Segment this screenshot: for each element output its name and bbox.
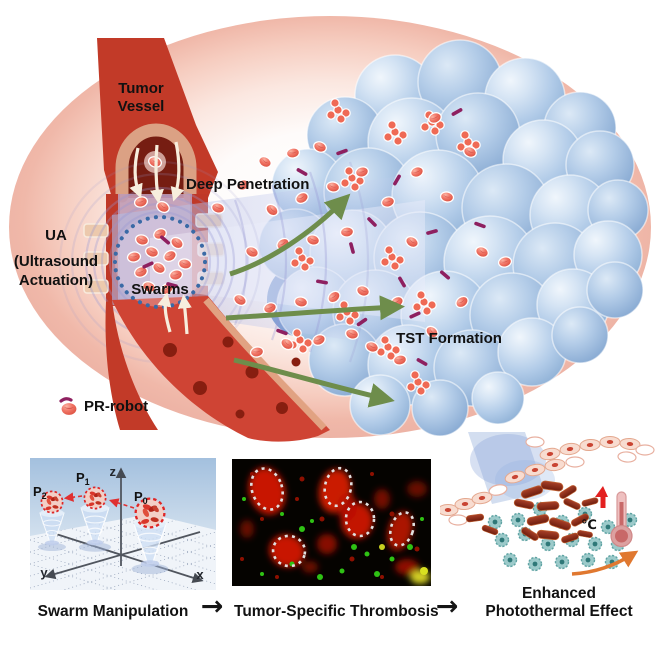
vessel-fenestrations — [163, 336, 301, 419]
flow-arrow-icon-1: → — [200, 591, 224, 622]
pr-robot-legend-label: PR-robot — [84, 397, 149, 415]
coordinate-axes — [44, 467, 204, 583]
tumor-region-dashed-outlines — [250, 466, 416, 568]
thermometer-icon — [610, 491, 633, 548]
x-axis-label: x — [196, 567, 204, 582]
photothermal-effect-panel: ℃ — [440, 432, 655, 590]
deep-penetration-label: Deep Penetration — [186, 176, 310, 193]
temperature-unit-label: ℃ — [581, 518, 597, 533]
heat-arrow-icon — [571, 550, 639, 576]
position-label-p2: P2 — [33, 484, 47, 501]
thrombosis-microscopy-panel — [232, 459, 431, 586]
microrobot-swarm — [113, 215, 207, 309]
pr-robot-icon — [59, 397, 78, 417]
flow-arrow-icon-2: → — [435, 591, 459, 622]
y-axis-label: y — [40, 565, 48, 580]
thrombus-speckle — [240, 472, 420, 579]
position-label-p0: P0 — [134, 489, 148, 506]
fluorescence-green-markers — [242, 497, 428, 580]
swarm-trajectory-arrows — [63, 492, 135, 509]
thrombosis-caption: Tumor-Specific Thrombosis — [234, 603, 439, 620]
main-illustration — [9, 16, 651, 442]
deep-penetration-arrows — [225, 193, 405, 408]
tst-formation-label: TST Formation — [396, 330, 502, 347]
swarm-dotted-boundary — [113, 215, 207, 309]
pr-robot-legend: PR-robot — [58, 396, 148, 418]
swarm-manipulation-panel: z x y P2 P1 P0 — [30, 458, 216, 590]
temperature-up-arrow-icon — [595, 486, 608, 508]
ultrasound-actuation-label: UA (Ultrasound Actuation) — [13, 227, 99, 289]
blood-flow-arrows — [129, 141, 192, 335]
z-axis-label: z — [110, 464, 117, 479]
swarm-manipulation-caption: Swarm Manipulation — [37, 603, 189, 620]
photothermal-caption: Enhanced Photothermal Effect — [485, 585, 633, 621]
swarms-label: Swarms — [131, 281, 189, 298]
tumor-vessel-label: Tumor Vessel — [117, 80, 165, 116]
position-label-p1: P1 — [76, 470, 90, 487]
